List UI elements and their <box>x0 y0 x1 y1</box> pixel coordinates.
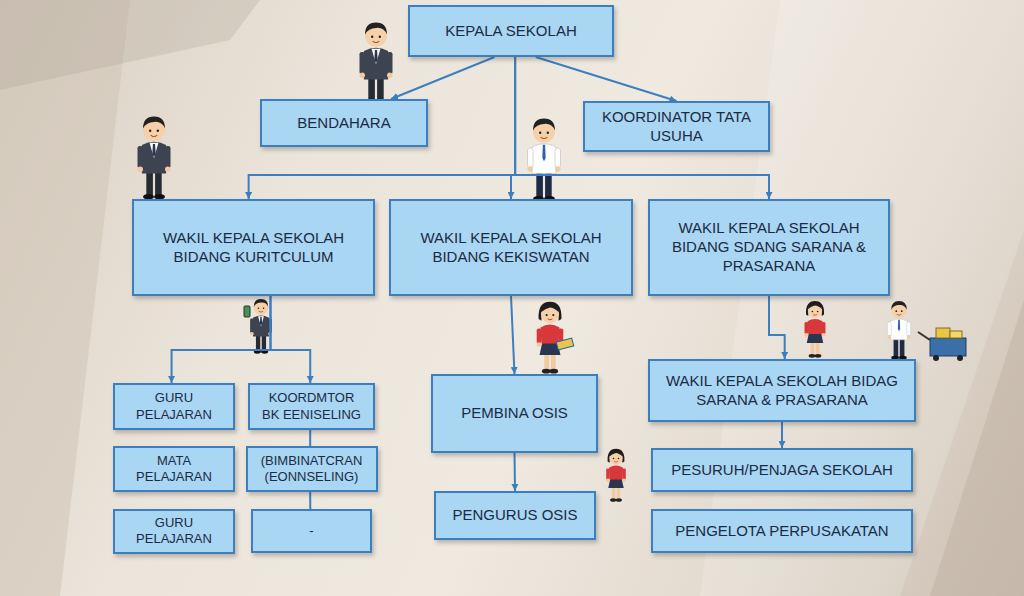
org-box: PENGELOTA PERPUSAKATAN <box>651 509 913 553</box>
org-connector <box>781 422 783 448</box>
org-box: PENGURUS OSIS <box>434 491 596 540</box>
box-label: PEMBINA OSIS <box>461 404 568 423</box>
person-figure <box>805 301 826 358</box>
light-patch <box>700 0 1024 596</box>
org-connector <box>249 57 515 199</box>
box-label: GURU PELAJARAN <box>125 390 223 423</box>
org-connector <box>391 57 494 99</box>
person-figure <box>360 22 393 105</box>
box-label: KEPALA SEKOLAH <box>445 22 576 41</box>
person-figure <box>537 302 564 374</box>
org-connector <box>769 296 785 359</box>
wall-shadow <box>0 0 260 90</box>
box-label: PENGELOTA PERPUSAKATAN <box>675 522 888 541</box>
org-box: WAKIL KEPALA SEKOLAH BIDANG KURITCULUM <box>132 199 375 296</box>
org-box: KOORDINATOR TATA USUHA <box>583 101 770 152</box>
box-label: KOORDMTOR BK EENISELING <box>260 390 363 423</box>
person-figure <box>606 449 626 502</box>
org-box: - <box>251 509 372 553</box>
org-connector <box>511 296 515 374</box>
org-box: BENDAHARA <box>260 99 428 147</box>
org-connector <box>514 453 517 491</box>
org-connector <box>515 57 769 199</box>
box-label: MATA PELAJARAN <box>125 453 223 486</box>
person-figure <box>138 116 171 199</box>
box-label: BENDAHARA <box>297 114 390 133</box>
person-figure <box>250 299 272 354</box>
org-box: PESURUH/PENJAGA SEKOLAH <box>651 448 913 492</box>
box-label: (BIMBINATCRAN (EONNSELING) <box>258 453 366 486</box>
box-label: WAKIL KEPALA SEKOLAH BIDANG KEKISWATAN <box>401 229 621 267</box>
org-connector <box>172 296 271 383</box>
org-box: (BIMBINATCRAN (EONNSELING) <box>246 446 378 492</box>
org-box: KOORDMTOR BK EENISELING <box>248 383 375 430</box>
org-connector <box>309 430 311 446</box>
wall-shadow <box>930 300 1024 596</box>
box-label: - <box>309 523 313 539</box>
org-box: PEMBINA OSIS <box>431 374 598 453</box>
org-box: WAKIL KEPALA SEKOLAH BIDANG SDANG SARANA… <box>648 199 890 296</box>
box-label: WAKIL KEPALA SEKOLAH BIDANG SDANG SARANA… <box>660 219 878 275</box>
org-box: WAKIL KEPALA SEKOLAH BIDANG KEKISWATAN <box>389 199 633 296</box>
person-figure <box>528 118 561 201</box>
phone-icon <box>244 306 250 317</box>
box-label: PESURUH/PENJAGA SEKOLAH <box>671 461 893 480</box>
trolley-icon <box>918 328 966 361</box>
org-box: GURU PELAJARAN <box>113 509 235 554</box>
box-label: WAKIL KEPALA SEKOLAH BIDAG SARANA & PRAS… <box>660 372 904 410</box>
box-label: PENGURUS OSIS <box>452 506 577 525</box>
org-box: GURU PELAJARAN <box>113 383 235 430</box>
org-box: KEPALA SEKOLAH <box>408 5 614 57</box>
org-connector <box>271 296 311 383</box>
org-connector <box>309 492 311 509</box>
org-box: MATA PELAJARAN <box>113 446 235 492</box>
box-label: GURU PELAJARAN <box>125 515 223 548</box>
wall-shadow <box>0 0 130 596</box>
org-connector <box>536 57 677 101</box>
person-figure <box>887 301 910 360</box>
org-box: WAKIL KEPALA SEKOLAH BIDAG SARANA & PRAS… <box>648 359 916 422</box>
box-label: WAKIL KEPALA SEKOLAH BIDANG KURITCULUM <box>144 229 363 267</box>
book-icon <box>556 338 574 350</box>
box-label: KOORDINATOR TATA USUHA <box>595 108 758 146</box>
